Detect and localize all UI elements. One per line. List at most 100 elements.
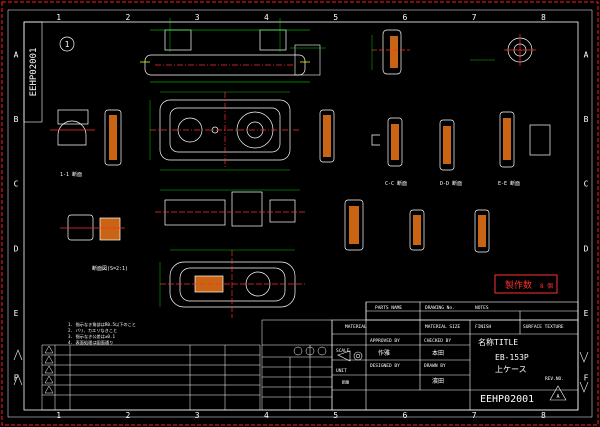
label-notes: NOTES xyxy=(475,305,489,311)
sheet-marker: 1 xyxy=(65,40,70,49)
checker-name: 本田 xyxy=(432,349,444,357)
stamp-unit: 個 xyxy=(547,282,553,290)
side-view-upper-right xyxy=(371,29,410,75)
label-designed: DESIGNED BY xyxy=(370,363,400,369)
column-label-top: 4 xyxy=(264,13,269,22)
middle-left-detail xyxy=(60,214,125,241)
sheet-border xyxy=(7,9,593,418)
stamp-label: 製作数 xyxy=(505,279,532,291)
row-label-left: C xyxy=(14,180,19,189)
row-label-right: E xyxy=(584,309,589,318)
part-name-jp: 上ケース xyxy=(495,365,527,374)
part-label: EB-153P xyxy=(495,353,529,362)
tolerance-class-icons xyxy=(293,346,327,356)
bottom-right-arrow xyxy=(579,351,589,393)
unit-mm: mm xyxy=(342,379,350,386)
row-label-right: C xyxy=(584,180,589,189)
column-label-top: 5 xyxy=(333,13,338,22)
column-label-bottom: 4 xyxy=(264,411,269,420)
top-side-view xyxy=(140,18,310,83)
row-label-left: B xyxy=(14,115,19,124)
label-checked: CHECKED BY xyxy=(424,338,451,344)
column-label-bottom: 3 xyxy=(195,411,200,420)
row-label-left: E xyxy=(14,309,19,318)
column-labels-bottom: 1 2 3 4 5 6 7 8 xyxy=(56,411,546,420)
label-revision: REV.NO. xyxy=(545,376,564,382)
view-label-1: 1-1 断面 xyxy=(60,171,82,178)
middle-side-elevation xyxy=(155,189,305,227)
note-line: 2. バリ、カエリなきこと xyxy=(68,327,117,334)
note-line: 1. 指示なき角部はR0.5以下のこと xyxy=(68,321,136,328)
designer-name: 濱田 xyxy=(432,377,444,385)
revision-triangles xyxy=(44,345,54,394)
column-label-top: 7 xyxy=(472,13,477,22)
section-view-c xyxy=(371,117,403,167)
title-block-frame xyxy=(331,301,579,411)
column-label-bottom: 6 xyxy=(402,411,407,420)
column-label-top: 2 xyxy=(125,13,130,22)
column-label-bottom: 7 xyxy=(472,411,477,420)
view-label-section: 断面図(S=2:1) xyxy=(92,265,128,272)
column-label-bottom: 2 xyxy=(125,411,130,420)
sheet-marker-circle xyxy=(59,36,75,52)
label-parts-name: PARTS NAME xyxy=(375,305,402,311)
approver-name: 作雅 xyxy=(378,349,390,357)
column-label-bottom: 5 xyxy=(333,411,338,420)
section-view-e xyxy=(499,111,551,168)
row-label-left: D xyxy=(14,244,19,253)
column-label-bottom: 8 xyxy=(541,411,546,420)
label-unit: UNIT xyxy=(336,368,347,374)
column-label-top: 3 xyxy=(195,13,200,22)
column-label-top: 8 xyxy=(541,13,546,22)
tolerance-table xyxy=(261,319,333,411)
label-material-size: MATERIAL SIZE xyxy=(425,324,461,330)
detail-circle-view xyxy=(470,34,536,66)
top-right-detail xyxy=(290,44,326,76)
label-title: 名称TITLE xyxy=(478,337,518,347)
stamp-count: 8 xyxy=(540,283,544,290)
label-scale: SCALE xyxy=(336,348,350,354)
revision-letter: A xyxy=(556,394,559,400)
third-angle-projection-icon xyxy=(337,350,363,362)
label-drawing-no: DRAWING No. xyxy=(425,305,455,311)
revision-table xyxy=(41,344,261,411)
row-label-right: B xyxy=(584,115,589,124)
view-label-3: D-D 断面 xyxy=(440,180,462,187)
revision-triangle-icon xyxy=(549,385,567,401)
label-approved: APPROVED BY xyxy=(370,338,400,344)
left-section-view xyxy=(50,109,122,166)
main-plan-view xyxy=(149,91,300,171)
view-label-2: C-C 断面 xyxy=(385,180,407,187)
label-finish: FINISH xyxy=(475,324,492,330)
column-labels-top: 1 2 3 4 5 6 7 8 xyxy=(56,13,546,22)
row-label-right: A xyxy=(584,50,589,59)
label-drawn: DRAWN BY xyxy=(424,363,446,369)
row-label-right: D xyxy=(584,244,589,253)
row-labels-left: A B C D E F xyxy=(14,50,19,382)
inner-border xyxy=(23,21,579,411)
bottom-plan-view xyxy=(159,249,305,318)
note-line: 4. 表面処理は図面通り xyxy=(68,339,113,346)
drawing-number-vertical: EEHP02001 xyxy=(29,48,39,97)
drawing-number-title-block: EEHP02001 xyxy=(480,394,534,405)
row-label-left: F xyxy=(14,374,19,383)
label-material: MATERIAL xyxy=(345,324,367,330)
row-label-left: A xyxy=(14,50,19,59)
left-arrow-marker xyxy=(13,349,23,386)
label-surface-texture: SURFACE TEXTURE xyxy=(523,324,564,330)
column-label-bottom: 1 xyxy=(56,411,61,420)
section-view-d xyxy=(439,119,455,171)
side-section-right xyxy=(319,109,335,163)
production-quantity-stamp xyxy=(494,274,558,294)
middle-right-section xyxy=(344,199,490,253)
row-label-right: F xyxy=(584,374,589,383)
row-labels-right: A B C D E F xyxy=(584,50,589,382)
view-label-4: E-E 断面 xyxy=(498,180,520,187)
drawing-number-box xyxy=(23,21,43,123)
column-label-top: 1 xyxy=(56,13,61,22)
column-label-top: 6 xyxy=(402,13,407,22)
